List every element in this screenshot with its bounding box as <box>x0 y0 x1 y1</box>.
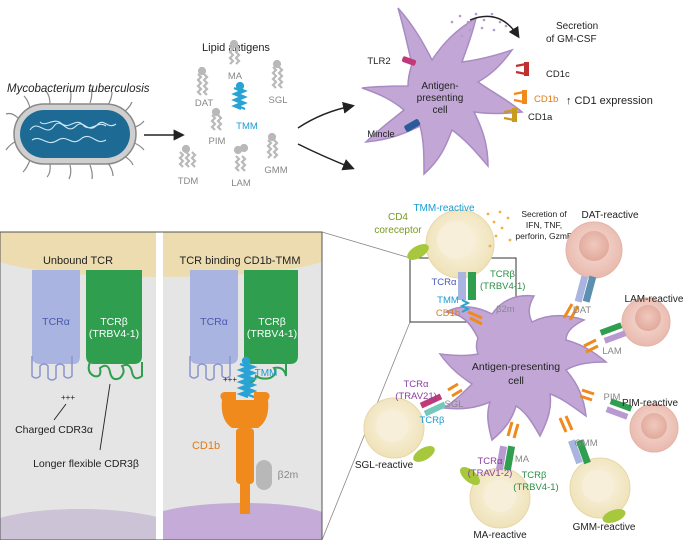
pim-reactive-label: PIM-reactive <box>622 398 679 409</box>
sgl-tcra-label-1: TCRα <box>403 379 429 390</box>
gmcsf-secretion-dots <box>450 12 508 38</box>
sgl-reactive-label: SGL-reactive <box>355 460 414 471</box>
dat-reactive-label: DAT-reactive <box>581 210 638 221</box>
arrow-lipids-to-apc-1 <box>297 101 355 129</box>
secretion-line-2: of GM-CSF <box>546 34 597 45</box>
pim-reactive-cell <box>579 388 679 453</box>
bound-tcrb-label-1: TCRβ <box>258 316 286 328</box>
unbound-tcr-alpha <box>31 270 80 381</box>
ma-tcrb-label-2: (TRBV4-1) <box>513 482 558 493</box>
binding-tcr-title: TCR binding CD1b-TMM <box>179 255 300 267</box>
top-apc-label-3: cell <box>432 105 447 116</box>
tmm-reactive-cell <box>407 209 495 326</box>
gmm-reactive-cell <box>558 415 631 523</box>
secretion-cytokines-3: perforin, GzmB <box>515 231 572 241</box>
secretion-line-1: Secretion <box>556 21 598 32</box>
tmm-lipid-bound <box>236 356 258 399</box>
lipid-label-lam: LAM <box>231 178 251 189</box>
sgl-label: SGL <box>444 399 463 410</box>
lipid-label-tmm: TMM <box>236 121 258 132</box>
unbound-tcr-beta <box>86 270 143 381</box>
ma-tcrb-label-1: TCRβ <box>522 470 548 481</box>
lipid-label-pim: PIM <box>209 136 226 147</box>
inset-b2m-label: β2m <box>278 469 299 481</box>
box-tcra-label: TCRα <box>431 277 457 288</box>
cd1c-label: CD1c <box>546 69 570 80</box>
top-apc-body <box>361 7 524 176</box>
tmm-reactive-label: TMM-reactive <box>413 203 475 214</box>
bound-tmm-label: TMM <box>255 368 278 379</box>
charged-cdr3a-label: Charged CDR3α <box>15 424 93 436</box>
gmm-label: GMM <box>574 438 597 449</box>
secretion-cytokines-1: Secretion of <box>521 209 567 219</box>
pim-label: PIM <box>604 392 621 403</box>
lipid-label-sgl: SGL <box>268 95 287 106</box>
box-tmm-label: TMM <box>437 295 459 306</box>
cytokine-dots <box>486 210 512 248</box>
bound-tcr-alpha <box>189 270 238 381</box>
box-tcrb-label-1: TCRβ <box>490 269 516 280</box>
unbound-tcrb-label-2: (TRBV4-1) <box>89 328 139 340</box>
mtb-label: Mycobacterium tuberculosis <box>7 83 150 95</box>
lam-label: LAM <box>602 346 622 357</box>
box-tcrb-label-2: (TRBV4-1) <box>480 281 525 292</box>
bound-charges: +++ <box>223 375 237 384</box>
central-apc-body <box>438 294 609 442</box>
bound-tcra-label: TCRα <box>200 316 228 328</box>
box-cd1b-label: CD1b <box>436 308 460 319</box>
cd1c-receptor <box>515 62 529 76</box>
lipid-icons <box>178 39 284 172</box>
ma-reactive-cell <box>460 421 531 529</box>
unbound-tcr-title: Unbound TCR <box>43 255 113 267</box>
unbound-charges: +++ <box>61 393 75 402</box>
gmcsf-arrow <box>469 15 520 39</box>
sgl-reactive-cell <box>363 382 463 462</box>
top-apc-label-2: presenting <box>417 93 464 104</box>
central-apc-label-1: Antigen-presenting <box>472 361 560 373</box>
mycobacterium-illustration <box>5 88 145 180</box>
unbound-tcra-label: TCRα <box>42 316 70 328</box>
dat-reactive-cell <box>562 221 623 321</box>
cd1b-label-top: CD1b <box>534 94 558 105</box>
sgl-tcra-label-2: (TRAV21) <box>395 391 437 402</box>
cd1b-molecule-inset <box>220 392 270 514</box>
central-apc-label-2: cell <box>508 375 524 387</box>
mincle-receptor <box>404 119 421 132</box>
ma-tcra-label-2: (TRAV1-2) <box>468 468 513 479</box>
box-b2m-label: β2m <box>496 304 515 315</box>
ma-reactive-label: MA-reactive <box>473 530 527 540</box>
cd1a-receptor <box>503 108 517 122</box>
cd1-expression-label: ↑ CD1 expression <box>566 95 653 107</box>
top-apc-label-1: Antigen- <box>421 81 458 92</box>
mincle-label: Mincle <box>367 129 394 140</box>
ma-tcra-label-1: TCRα <box>477 456 503 467</box>
zoom-line-top <box>321 231 411 259</box>
lipid-label-dat: DAT <box>195 98 213 109</box>
inset-cd1b-label: CD1b <box>192 440 220 452</box>
lipid-label-tdm: TDM <box>178 176 199 187</box>
cd4-label-2: coreceptor <box>374 225 422 236</box>
lipid-label-ma: MA <box>228 71 243 82</box>
sgl-tcrb-label: TCRβ <box>420 415 446 426</box>
dat-label: DAT <box>573 305 591 316</box>
tlr2-label: TLR2 <box>367 56 390 67</box>
arrow-lipids-to-apc-2 <box>297 143 355 171</box>
cd4-label-1: CD4 <box>388 212 408 223</box>
lam-reactive-cell <box>583 297 671 354</box>
flexible-cdr3b-label: Longer flexible CDR3β <box>33 458 139 470</box>
lipid-antigens-title: Lipid antigens <box>202 42 270 54</box>
b2m-molecule-inset <box>256 460 272 490</box>
gmm-reactive-label: GMM-reactive <box>573 522 636 533</box>
lam-reactive-label: LAM-reactive <box>625 294 684 305</box>
tlr2-receptor <box>401 56 417 66</box>
cd1b-receptor-top <box>513 90 527 104</box>
ma-label: MA <box>515 454 530 465</box>
cd1a-label: CD1a <box>528 112 553 123</box>
secretion-cytokines-2: IFN, TNF, <box>526 220 562 230</box>
bound-tcrb-label-2: (TRBV4-1) <box>247 328 297 340</box>
unbound-tcrb-label-1: TCRβ <box>100 316 128 328</box>
lipid-label-gmm: GMM <box>264 165 287 176</box>
